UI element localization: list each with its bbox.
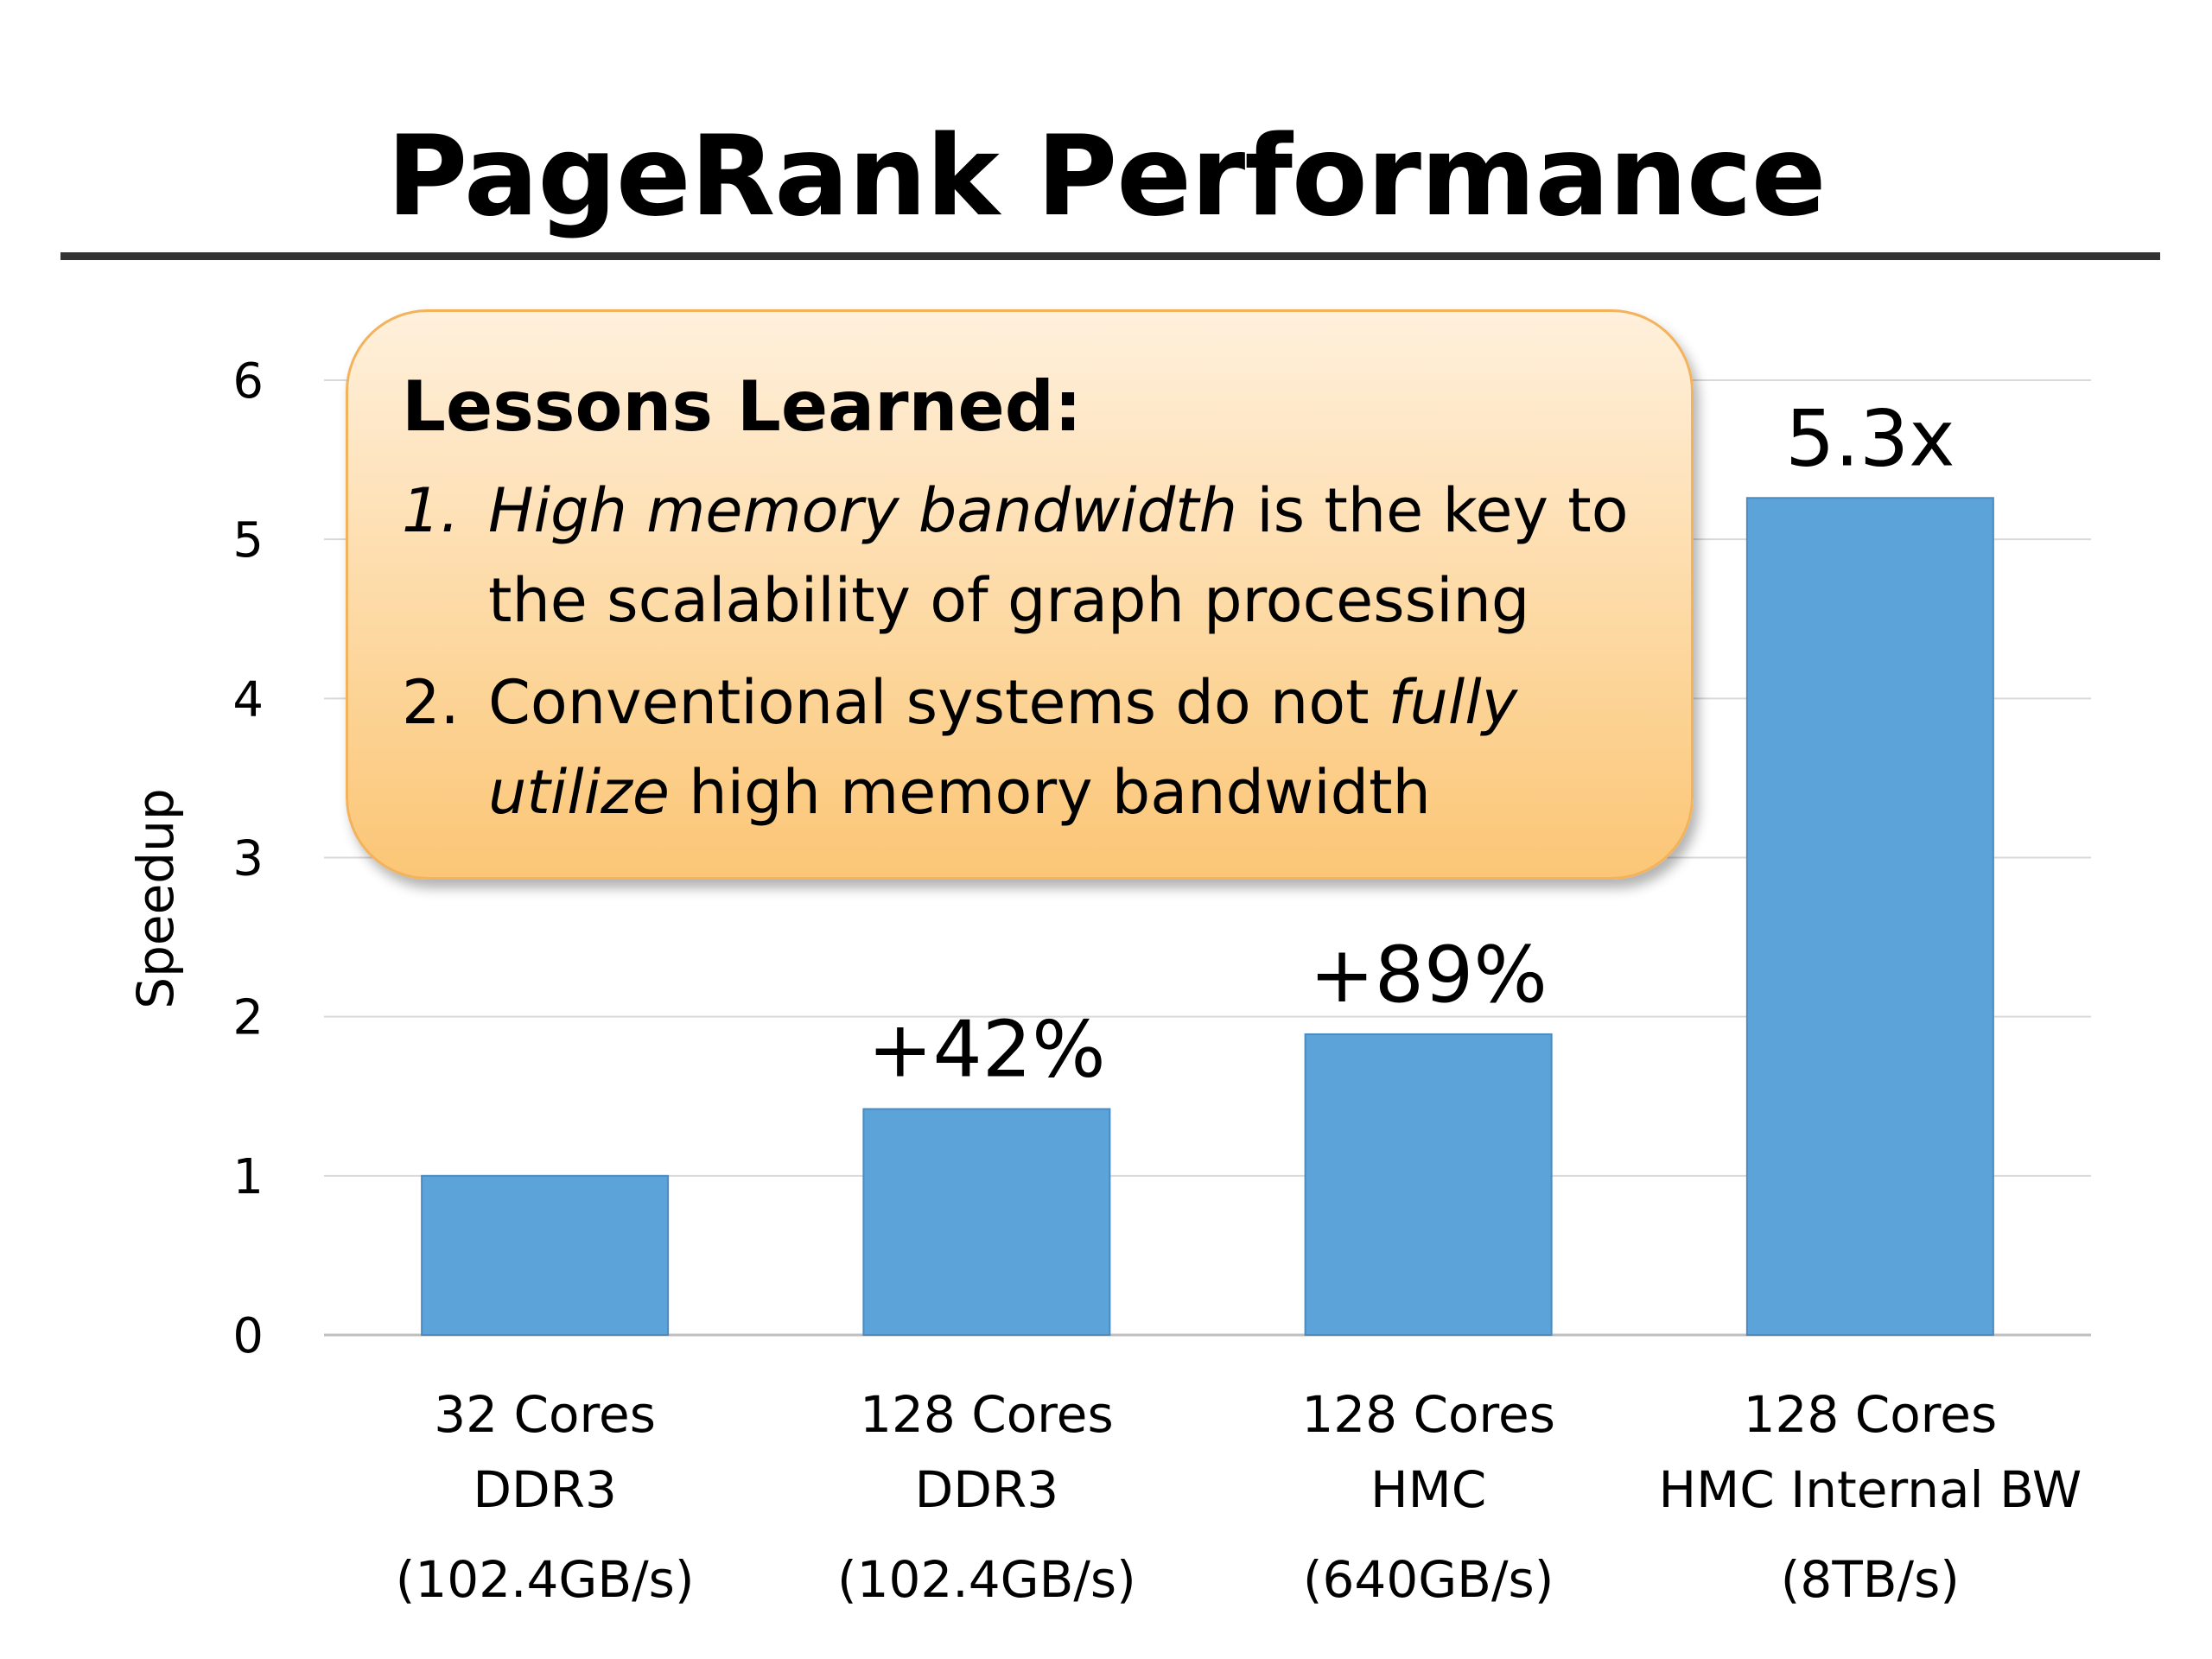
- lesson-item-2: 2. Conventional systems do not fully uti…: [402, 658, 1639, 837]
- lesson-text-part1: Conventional systems do not: [488, 667, 1389, 738]
- y-axis-title: Speedup: [126, 788, 185, 1008]
- x-category-label: (102.4GB/s): [396, 1550, 695, 1609]
- y-tick-label: 2: [232, 990, 264, 1046]
- bar: [1745, 497, 1994, 1336]
- slide-title: PageRank Performance: [386, 112, 1827, 241]
- y-tick-label: 6: [232, 353, 264, 410]
- bar: [862, 1108, 1111, 1336]
- x-category-label: (8TB/s): [1781, 1550, 1960, 1609]
- bar: [1304, 1033, 1553, 1337]
- x-category-label: (640GB/s): [1303, 1550, 1554, 1609]
- lesson-number: 2.: [402, 667, 460, 738]
- y-tick-label: 1: [232, 1149, 264, 1205]
- lessons-heading: Lessons Learned:: [402, 366, 1082, 447]
- bar: [421, 1174, 670, 1337]
- x-category-label: 32 Cores: [434, 1385, 656, 1444]
- y-tick-label: 0: [232, 1308, 264, 1364]
- x-category-label: (102.4GB/s): [837, 1550, 1136, 1609]
- lesson-item-1: 1. High memory bandwidth is the key to t…: [402, 466, 1639, 645]
- lesson-emphasis: High memory bandwidth: [488, 475, 1237, 546]
- title-rule: [60, 252, 2160, 260]
- data-label: +89%: [1309, 930, 1547, 1020]
- lesson-emphasis: fully utilize: [488, 667, 1518, 828]
- y-tick-label: 5: [232, 512, 264, 569]
- lesson-text: High memory bandwidth is the key to the …: [488, 466, 1639, 645]
- x-category-label: DDR3: [473, 1460, 617, 1519]
- y-tick-label: 3: [232, 831, 264, 887]
- lesson-number: 1.: [402, 475, 460, 546]
- x-category-label: DDR3: [915, 1460, 1059, 1519]
- x-category-label: HMC Internal BW: [1659, 1460, 2082, 1519]
- lesson-text-rest: is the key to the scalability of graph p…: [488, 475, 1629, 636]
- x-category-label: 128 Cores: [1301, 1385, 1555, 1444]
- data-label: 5.3x: [1785, 393, 1955, 484]
- x-category-label: 128 Cores: [860, 1385, 1114, 1444]
- lesson-text-part2: high memory bandwidth: [669, 757, 1431, 828]
- lesson-text: Conventional systems do not fully utiliz…: [488, 658, 1639, 837]
- x-category-label: 128 Cores: [1744, 1385, 1998, 1444]
- y-tick-label: 4: [232, 671, 264, 728]
- x-category-label: HMC: [1370, 1460, 1486, 1519]
- lessons-learned-callout: Lessons Learned: 1. High memory bandwidt…: [346, 309, 1694, 880]
- data-label: +42%: [868, 1004, 1105, 1095]
